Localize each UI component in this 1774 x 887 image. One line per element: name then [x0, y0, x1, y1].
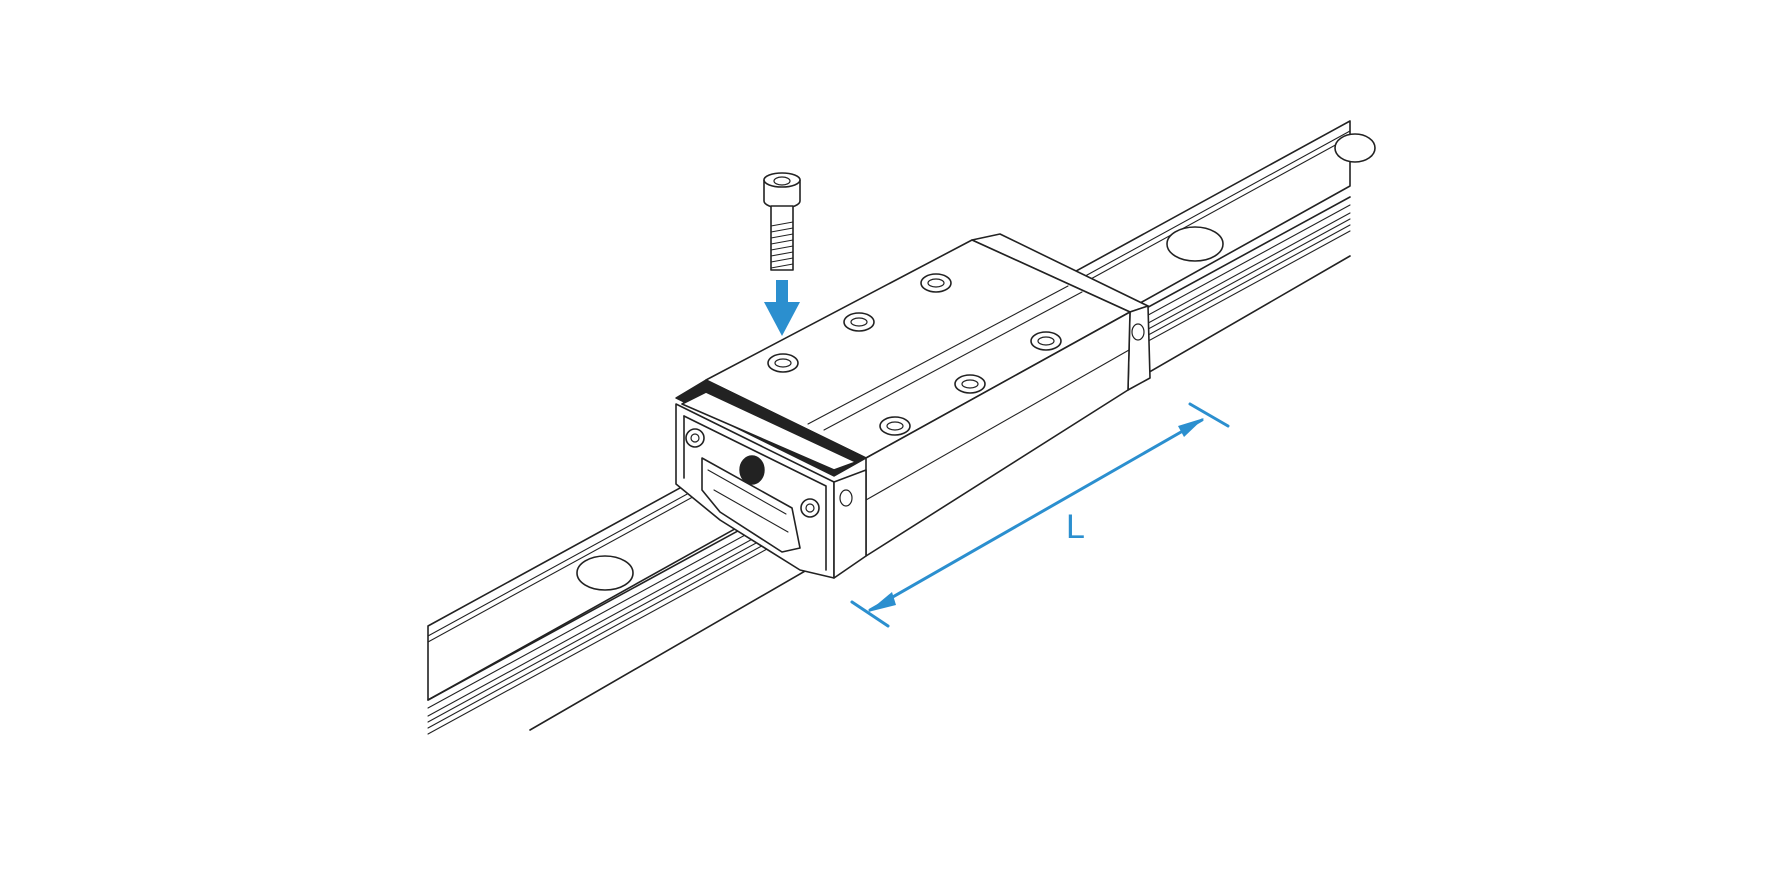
- dimension-arrowhead: [1178, 418, 1204, 437]
- screw-threads: [770, 221, 794, 269]
- dimension-line: [868, 418, 1204, 612]
- top-mount-hole-thread: [1037, 336, 1055, 346]
- carriage-top-line: [807, 285, 1069, 425]
- channel-line: [713, 489, 789, 533]
- carriage-block: [675, 233, 1151, 579]
- end-cap-screw: [839, 489, 853, 507]
- end-cap-screw: [1131, 323, 1145, 341]
- dimension-l: L: [850, 402, 1230, 628]
- top-mount-hole-thread: [774, 358, 792, 368]
- dimension-tick: [1188, 402, 1230, 428]
- dimension-arrowhead: [868, 592, 896, 612]
- top-mount-hole-thread: [961, 379, 979, 389]
- carriage-top-line: [823, 291, 1083, 431]
- carriage-side-line: [865, 349, 1130, 501]
- end-face-screw-center: [805, 503, 815, 513]
- top-mounting-holes: [767, 273, 1062, 436]
- end-face-screw-center: [690, 433, 700, 443]
- rail-channel-opening: [701, 457, 801, 553]
- channel-line: [707, 469, 787, 515]
- grease-nipple: [739, 455, 765, 485]
- rail-mount-hole: [1166, 226, 1224, 262]
- dimension-label: L: [1066, 508, 1085, 546]
- rail-mount-hole: [1334, 133, 1376, 163]
- front-seal-top-inner: [681, 391, 857, 471]
- seal-rim: [683, 415, 827, 571]
- rail-mount-hole: [576, 555, 634, 591]
- top-mount-hole-thread: [886, 421, 904, 431]
- top-mount-hole-thread: [927, 278, 945, 288]
- rear-end-cap-side: [1127, 305, 1151, 391]
- top-mount-hole-thread: [850, 317, 868, 327]
- screw-icon: [763, 172, 801, 271]
- down-arrow-icon: [764, 280, 800, 336]
- screw-hex-socket: [773, 176, 791, 186]
- dimension-tick: [850, 600, 890, 628]
- front-end-cap-side: [833, 469, 867, 579]
- arrow-shaft: [776, 280, 788, 308]
- arrow-head: [764, 302, 800, 336]
